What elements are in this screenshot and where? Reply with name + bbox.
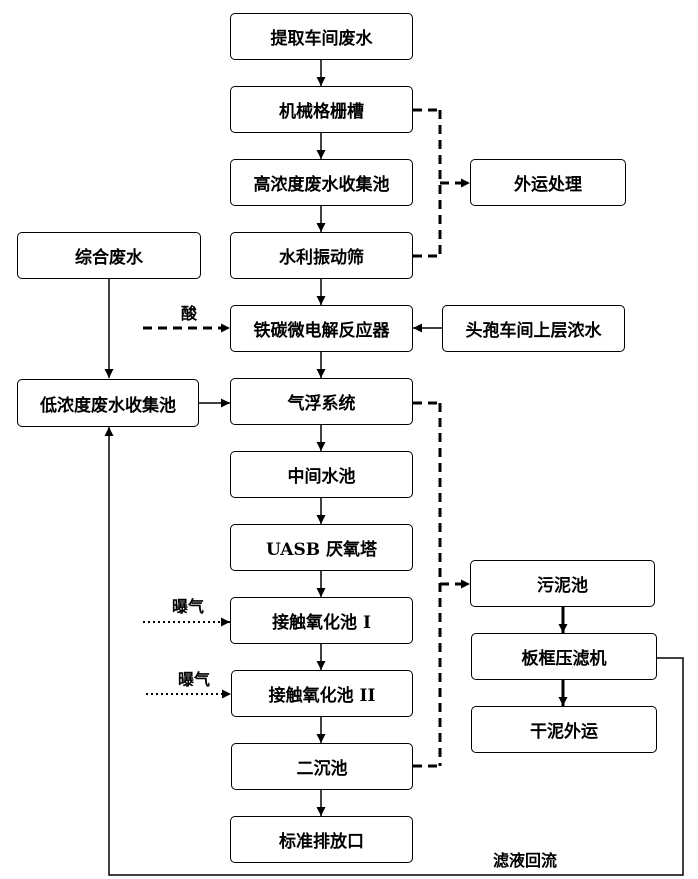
node-uasb: UASB 厌氧塔 [230, 524, 413, 571]
node-contact2: 接触氧化池 II [231, 670, 413, 717]
node-low-tank: 低浓度废水收集池 [17, 379, 199, 427]
node-high-tank: 高浓度废水收集池 [230, 159, 413, 206]
node-filter-press: 板框压滤机 [471, 633, 657, 680]
node-offsite: 外运处理 [470, 159, 626, 206]
node-concentrate: 头孢车间上层浓水 [442, 305, 625, 352]
node-extract: 提取车间废水 [230, 13, 413, 60]
node-contact1: 接触氧化池 I [230, 597, 413, 644]
label-aeration-2: 曝气 [178, 670, 211, 689]
label-acid: 酸 [181, 304, 198, 323]
node-grating: 机械格栅槽 [230, 86, 413, 133]
label-aeration-1: 曝气 [172, 597, 205, 616]
node-mid-tank: 中间水池 [230, 451, 413, 498]
node-clarifier: 二沉池 [231, 743, 413, 790]
node-reactor: 铁碳微电解反应器 [230, 305, 413, 352]
node-sludge-tank: 污泥池 [470, 560, 655, 607]
label-filtrate-return: 滤液回流 [493, 851, 558, 870]
node-outlet: 标准排放口 [230, 816, 413, 863]
node-mixed: 综合废水 [17, 232, 201, 279]
node-dry-sludge: 干泥外运 [471, 706, 657, 753]
node-screen: 水利振动筛 [230, 232, 413, 279]
node-flotation: 气浮系统 [230, 378, 413, 425]
arrow-filtrate-return [104, 427, 684, 876]
